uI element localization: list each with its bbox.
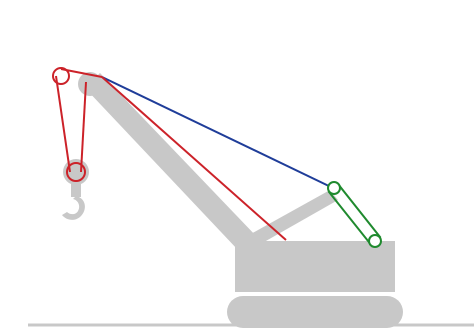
crane-boom	[85, 73, 258, 250]
hoist-rope-right	[80, 81, 87, 173]
boom-tip-sheave	[78, 72, 102, 96]
hoist-rope-left	[55, 75, 71, 173]
mast-bottom-pin	[368, 234, 382, 248]
mast-group	[327, 181, 382, 248]
hoist-rope-to-drum	[101, 76, 287, 241]
mast-top-pin	[327, 181, 341, 195]
boom-tip-sheave-outline	[52, 67, 70, 85]
hoist-rope-group	[52, 67, 287, 241]
crane-hook-icon	[62, 196, 85, 220]
hook-shank	[71, 183, 81, 197]
crawler-track	[227, 296, 403, 328]
crane-house	[235, 241, 395, 292]
boom-pendant-line	[101, 76, 334, 189]
mast-strut	[240, 190, 338, 250]
hook-sheave-outline	[66, 162, 86, 182]
